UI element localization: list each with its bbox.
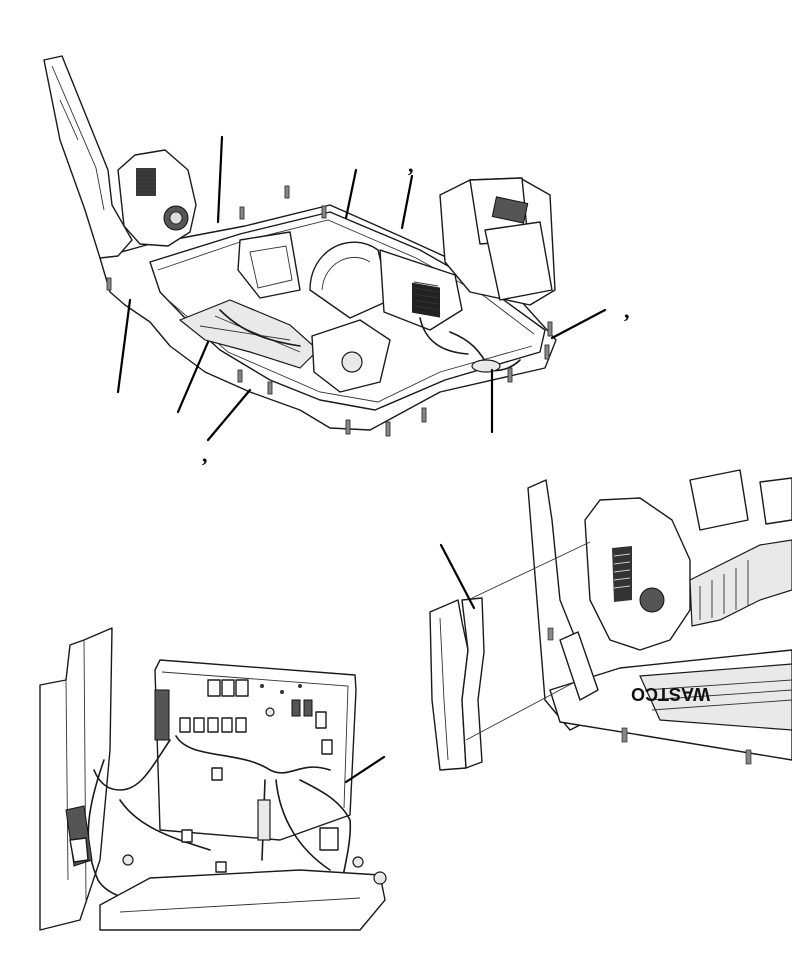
housing-fan [639, 587, 665, 613]
left-frame-wall [39, 627, 113, 931]
duct-housing [584, 497, 691, 651]
alignment-line-bottom [465, 681, 576, 741]
callout-mark-1: , [408, 152, 414, 177]
relay-bank [179, 679, 249, 733]
left-side-panel [43, 55, 133, 259]
callout-leader-panel [344, 755, 386, 784]
floor-rail [99, 869, 386, 931]
callout-leaders-top [116, 135, 607, 442]
callout-leader-cover [439, 543, 476, 610]
alignment-line-top [467, 541, 591, 601]
housing-vent [612, 546, 632, 602]
blower-vent [136, 168, 156, 196]
side-cover-inner [461, 597, 485, 769]
blower-housing [117, 149, 197, 247]
mounting-studs [106, 185, 553, 437]
callout-mark-2: , [624, 298, 630, 323]
display-window [491, 196, 529, 224]
flex-duct [689, 539, 792, 627]
tray-studs [547, 627, 752, 765]
wall-bracket [559, 631, 599, 701]
embossed-label: WASTCO [631, 684, 710, 704]
terminal-strip [154, 689, 170, 741]
side-cover-panel [429, 599, 469, 771]
drain-ring [471, 359, 501, 373]
fuse-block [291, 699, 333, 755]
grille-unit [379, 249, 463, 331]
mat-plate [639, 663, 792, 731]
wiring-panel-detail [39, 627, 387, 931]
hose-left [219, 309, 301, 347]
callout-mark-3: , [202, 442, 208, 467]
compressor-unit [484, 221, 553, 301]
side-cover-detail: WASTCO [429, 469, 792, 771]
connector-clips [181, 767, 339, 873]
rear-equipment [689, 469, 749, 531]
top-assembly: , , , [43, 55, 630, 467]
